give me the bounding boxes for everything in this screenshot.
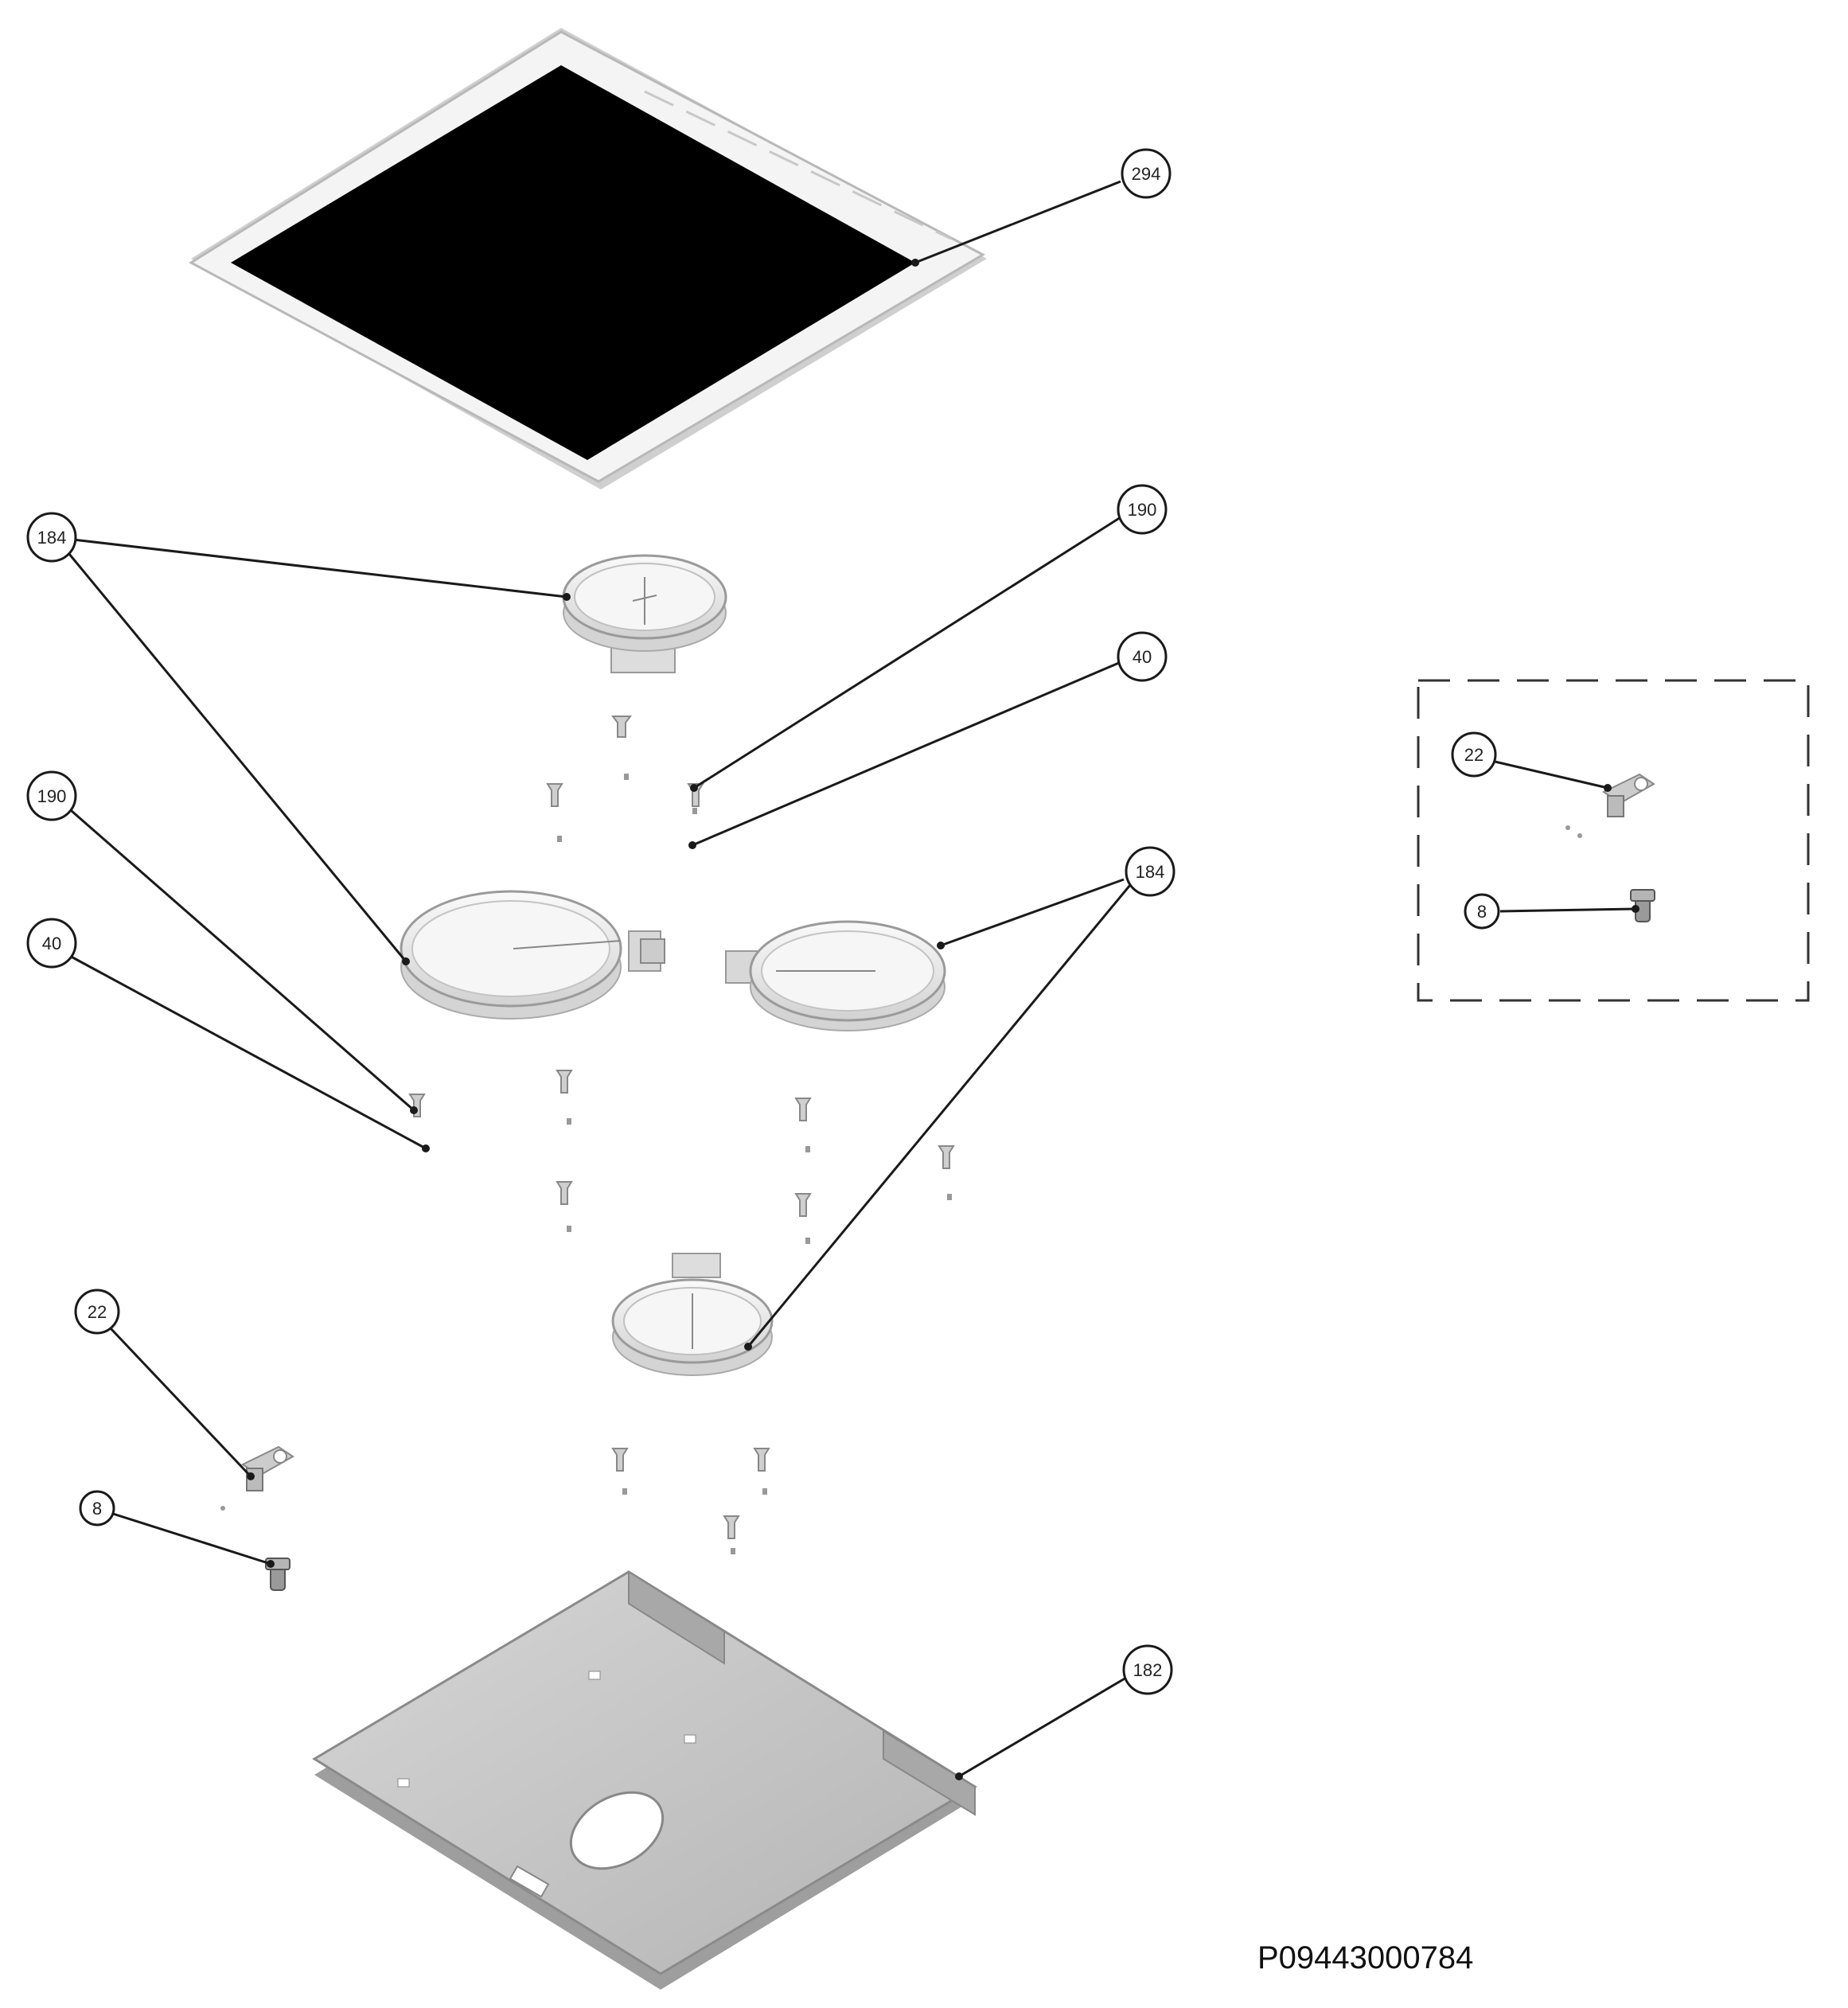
callout-190-right-label: 190 xyxy=(1128,500,1157,520)
callout-184-top-label: 184 xyxy=(37,528,67,548)
hob-element-left xyxy=(400,890,665,1020)
hob-element-bottom xyxy=(611,1253,774,1376)
callout-22-inset-label: 22 xyxy=(1464,745,1483,765)
inset-box xyxy=(1417,679,1810,1002)
screws xyxy=(408,715,955,1539)
callout-40-left: 40 xyxy=(26,918,77,969)
callout-40-right-label: 40 xyxy=(1133,647,1152,667)
callout-40-right: 40 xyxy=(1117,631,1168,682)
hob-element-top xyxy=(562,554,727,673)
callout-22-left-label: 22 xyxy=(88,1302,107,1322)
callout-182-label: 182 xyxy=(1133,1660,1163,1680)
callout-8-inset-label: 8 xyxy=(1477,902,1487,922)
callout-182: 182 xyxy=(1122,1644,1173,1695)
callout-8-left: 8 xyxy=(79,1490,115,1526)
callout-294-label: 294 xyxy=(1132,164,1161,184)
base-tray-part xyxy=(312,1570,977,1990)
glass-cooktop-part xyxy=(189,28,987,489)
callout-40-left-label: 40 xyxy=(42,934,61,953)
callout-184-top: 184 xyxy=(26,512,77,563)
callout-184-right-label: 184 xyxy=(1136,862,1165,882)
hob-element-right xyxy=(725,920,946,1031)
callout-190-left: 190 xyxy=(26,770,77,821)
diagram-code: P09443000784 xyxy=(1257,1940,1474,1975)
callout-22-left: 22 xyxy=(74,1289,120,1335)
callout-8-left-label: 8 xyxy=(92,1499,102,1519)
leader-lines xyxy=(64,180,1636,1778)
callout-190-right: 190 xyxy=(1117,484,1168,535)
callout-294: 294 xyxy=(1121,148,1172,199)
callout-8-inset: 8 xyxy=(1464,893,1500,930)
screw-tips xyxy=(557,774,952,1554)
callout-184-right: 184 xyxy=(1125,846,1175,897)
callout-22-inset: 22 xyxy=(1451,731,1497,778)
leader-arrowheads xyxy=(247,259,1639,1780)
callout-190-left-label: 190 xyxy=(37,786,67,806)
